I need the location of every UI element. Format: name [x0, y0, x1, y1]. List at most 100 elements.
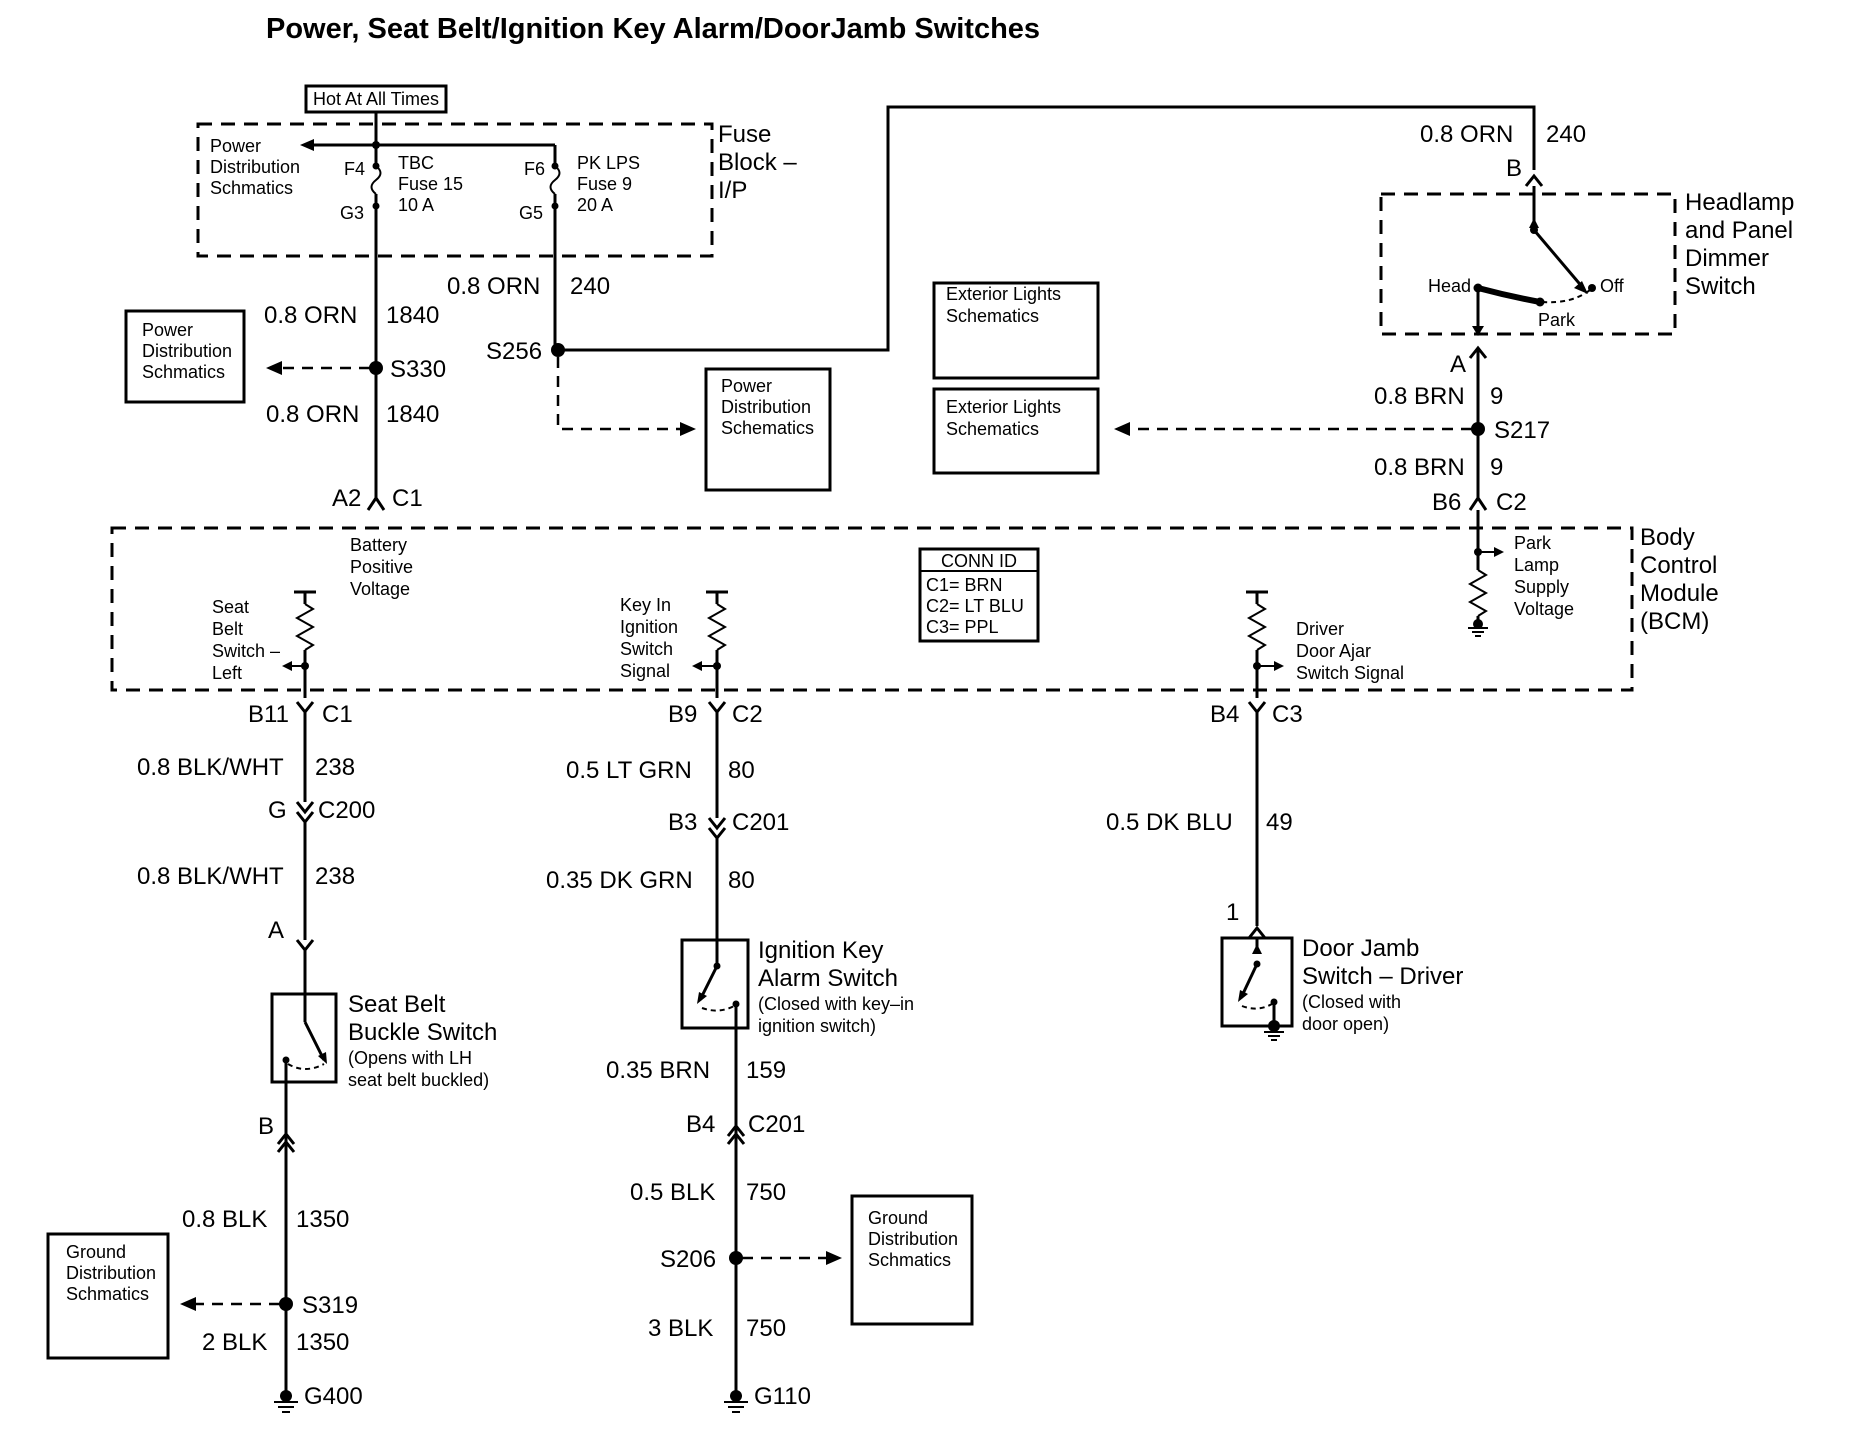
splice-s330 [369, 361, 383, 375]
fuse-15-icon [370, 145, 382, 210]
svg-text:Switch –: Switch – [212, 641, 280, 661]
svg-text:Battery: Battery [350, 535, 407, 555]
svg-text:Alarm Switch: Alarm Switch [758, 965, 898, 992]
conn-c1-top: C1 [392, 485, 423, 512]
conn-b6: B6 [1432, 489, 1461, 516]
conn-id-lines: C1= BRN C2= LT BLU C3= PPL [926, 575, 1024, 637]
svg-text:(BCM): (BCM) [1640, 608, 1709, 635]
svg-text:I/P: I/P [718, 177, 747, 204]
seat-belt-switch-name: Seat Belt Buckle Switch [348, 991, 497, 1046]
svg-text:Seat: Seat [212, 597, 249, 617]
svg-text:Body: Body [1640, 524, 1695, 551]
wire-80-top-circuit: 80 [728, 757, 755, 784]
svg-text:TBC: TBC [398, 153, 434, 173]
svg-text:Door Ajar: Door Ajar [1296, 641, 1371, 661]
conn-c1-bot: C1 [322, 701, 353, 728]
wire-1350-top-gauge: 0.8 BLK [182, 1206, 267, 1233]
splice-s206-label: S206 [660, 1246, 716, 1273]
wire-1350-top-circuit: 1350 [296, 1206, 349, 1233]
connector-b9-c2 [707, 701, 727, 715]
svg-text:Supply: Supply [1514, 577, 1569, 597]
dimmer-switch-name: Headlamp and Panel Dimmer Switch [1685, 189, 1794, 300]
exterior-lights-ref-2 [932, 387, 1100, 475]
svg-text:Voltage: Voltage [350, 579, 410, 599]
wire-9-top-gauge: 0.8 BRN [1374, 383, 1465, 410]
door-jamb-switch-icon [1238, 938, 1284, 1041]
svg-text:C2= LT BLU: C2= LT BLU [926, 596, 1024, 616]
svg-text:Door Jamb: Door Jamb [1302, 935, 1419, 962]
conn-c2-bot: C2 [732, 701, 763, 728]
exterior-lights-ref-1 [932, 281, 1100, 380]
ground-g110-label: G110 [754, 1383, 811, 1410]
bcm-battery-positive-voltage: Battery Positive Voltage [350, 535, 413, 599]
conn-c201-a: C201 [732, 809, 789, 836]
svg-text:(Opens with LH: (Opens with LH [348, 1048, 472, 1068]
bcm-park-lamp-label: Park Lamp Supply Voltage [1514, 533, 1574, 619]
seat-belt-switch-icon [282, 994, 327, 1082]
svg-text:Fuse 9: Fuse 9 [577, 174, 632, 194]
conn-b11: B11 [248, 701, 289, 728]
svg-text:Schematics: Schematics [721, 418, 814, 438]
dimmer-switch-icon [1472, 186, 1596, 336]
ignition-key-switch-name: Ignition Key Alarm Switch [758, 937, 898, 992]
splice-s256-label: S256 [486, 338, 542, 365]
fuse-block-name: Fuse Block – I/P [718, 121, 797, 204]
conn-c201-b: C201 [748, 1111, 805, 1138]
conn-b3: B3 [668, 809, 697, 836]
svg-text:Distribution: Distribution [868, 1229, 958, 1249]
dimmer-switch-outline [1379, 192, 1677, 336]
connector-a2-c1 [366, 495, 386, 511]
conn-c2-top: C2 [1496, 489, 1527, 516]
wire-80-bot-circuit: 80 [728, 867, 755, 894]
wire-9-bot-circuit: 9 [1490, 454, 1503, 481]
wire-240-upper [558, 105, 1536, 352]
svg-text:Key In: Key In [620, 595, 671, 615]
pin-f6: F6 [524, 159, 545, 179]
connector-c201-a [707, 817, 727, 841]
wire-1840-top-circuit: 1840 [386, 302, 439, 329]
svg-text:Driver: Driver [1296, 619, 1344, 639]
wire-159-circuit: 159 [746, 1057, 786, 1084]
splice-s319-label: S319 [302, 1292, 358, 1319]
svg-text:Distribution: Distribution [721, 397, 811, 417]
dimmer-park-label: Park [1538, 310, 1576, 330]
wire-240-mid-circuit: 240 [570, 273, 610, 300]
svg-text:Dimmer: Dimmer [1685, 245, 1769, 272]
wire-238-top-circuit: 238 [315, 754, 355, 781]
svg-text:20 A: 20 A [577, 195, 613, 215]
svg-text:and Panel: and Panel [1685, 217, 1793, 244]
wire-80-bot-gauge: 0.35 DK GRN [546, 867, 693, 894]
svg-text:ignition switch): ignition switch) [758, 1016, 876, 1036]
svg-text:10 A: 10 A [398, 195, 434, 215]
conn-id-title: CONN ID [941, 551, 1017, 571]
svg-text:Belt: Belt [212, 619, 243, 639]
svg-text:Exterior Lights: Exterior Lights [946, 397, 1061, 417]
svg-text:PK LPS: PK LPS [577, 153, 640, 173]
svg-text:Buckle Switch: Buckle Switch [348, 1019, 497, 1046]
ground-distribution-ref-left [46, 1232, 170, 1360]
bcm-name: Body Control Module (BCM) [1640, 524, 1719, 635]
bcm-driver-door-signal-label: Driver Door Ajar Switch Signal [1296, 619, 1404, 683]
wire-238-top-gauge: 0.8 BLK/WHT [137, 754, 284, 781]
wire-750-bot-gauge: 3 BLK [648, 1315, 713, 1342]
conn-b-dimmer: B [1506, 155, 1522, 182]
seat-belt-buckle-switch-box [270, 992, 338, 1084]
svg-text:Switch Signal: Switch Signal [1296, 663, 1404, 683]
svg-text:Block –: Block – [718, 149, 797, 176]
svg-text:Distribution: Distribution [142, 341, 232, 361]
svg-text:Left: Left [212, 663, 242, 683]
svg-text:seat belt buckled): seat belt buckled) [348, 1070, 489, 1090]
svg-text:Switch: Switch [620, 639, 673, 659]
pin-f4: F4 [344, 159, 365, 179]
wire-750-top-circuit: 750 [746, 1179, 786, 1206]
svg-text:Schmatics: Schmatics [210, 178, 293, 198]
conn-a-seat: A [268, 917, 284, 944]
wire-1350-bot-gauge: 2 BLK [202, 1329, 267, 1356]
svg-text:Ground: Ground [66, 1242, 126, 1262]
wire-9-bot-gauge: 0.8 BRN [1374, 454, 1465, 481]
svg-text:Voltage: Voltage [1514, 599, 1574, 619]
pin-g3: G3 [340, 203, 364, 223]
connector-b11-c1 [295, 701, 315, 715]
svg-text:Fuse 15: Fuse 15 [398, 174, 463, 194]
conn-g: G [268, 797, 287, 824]
